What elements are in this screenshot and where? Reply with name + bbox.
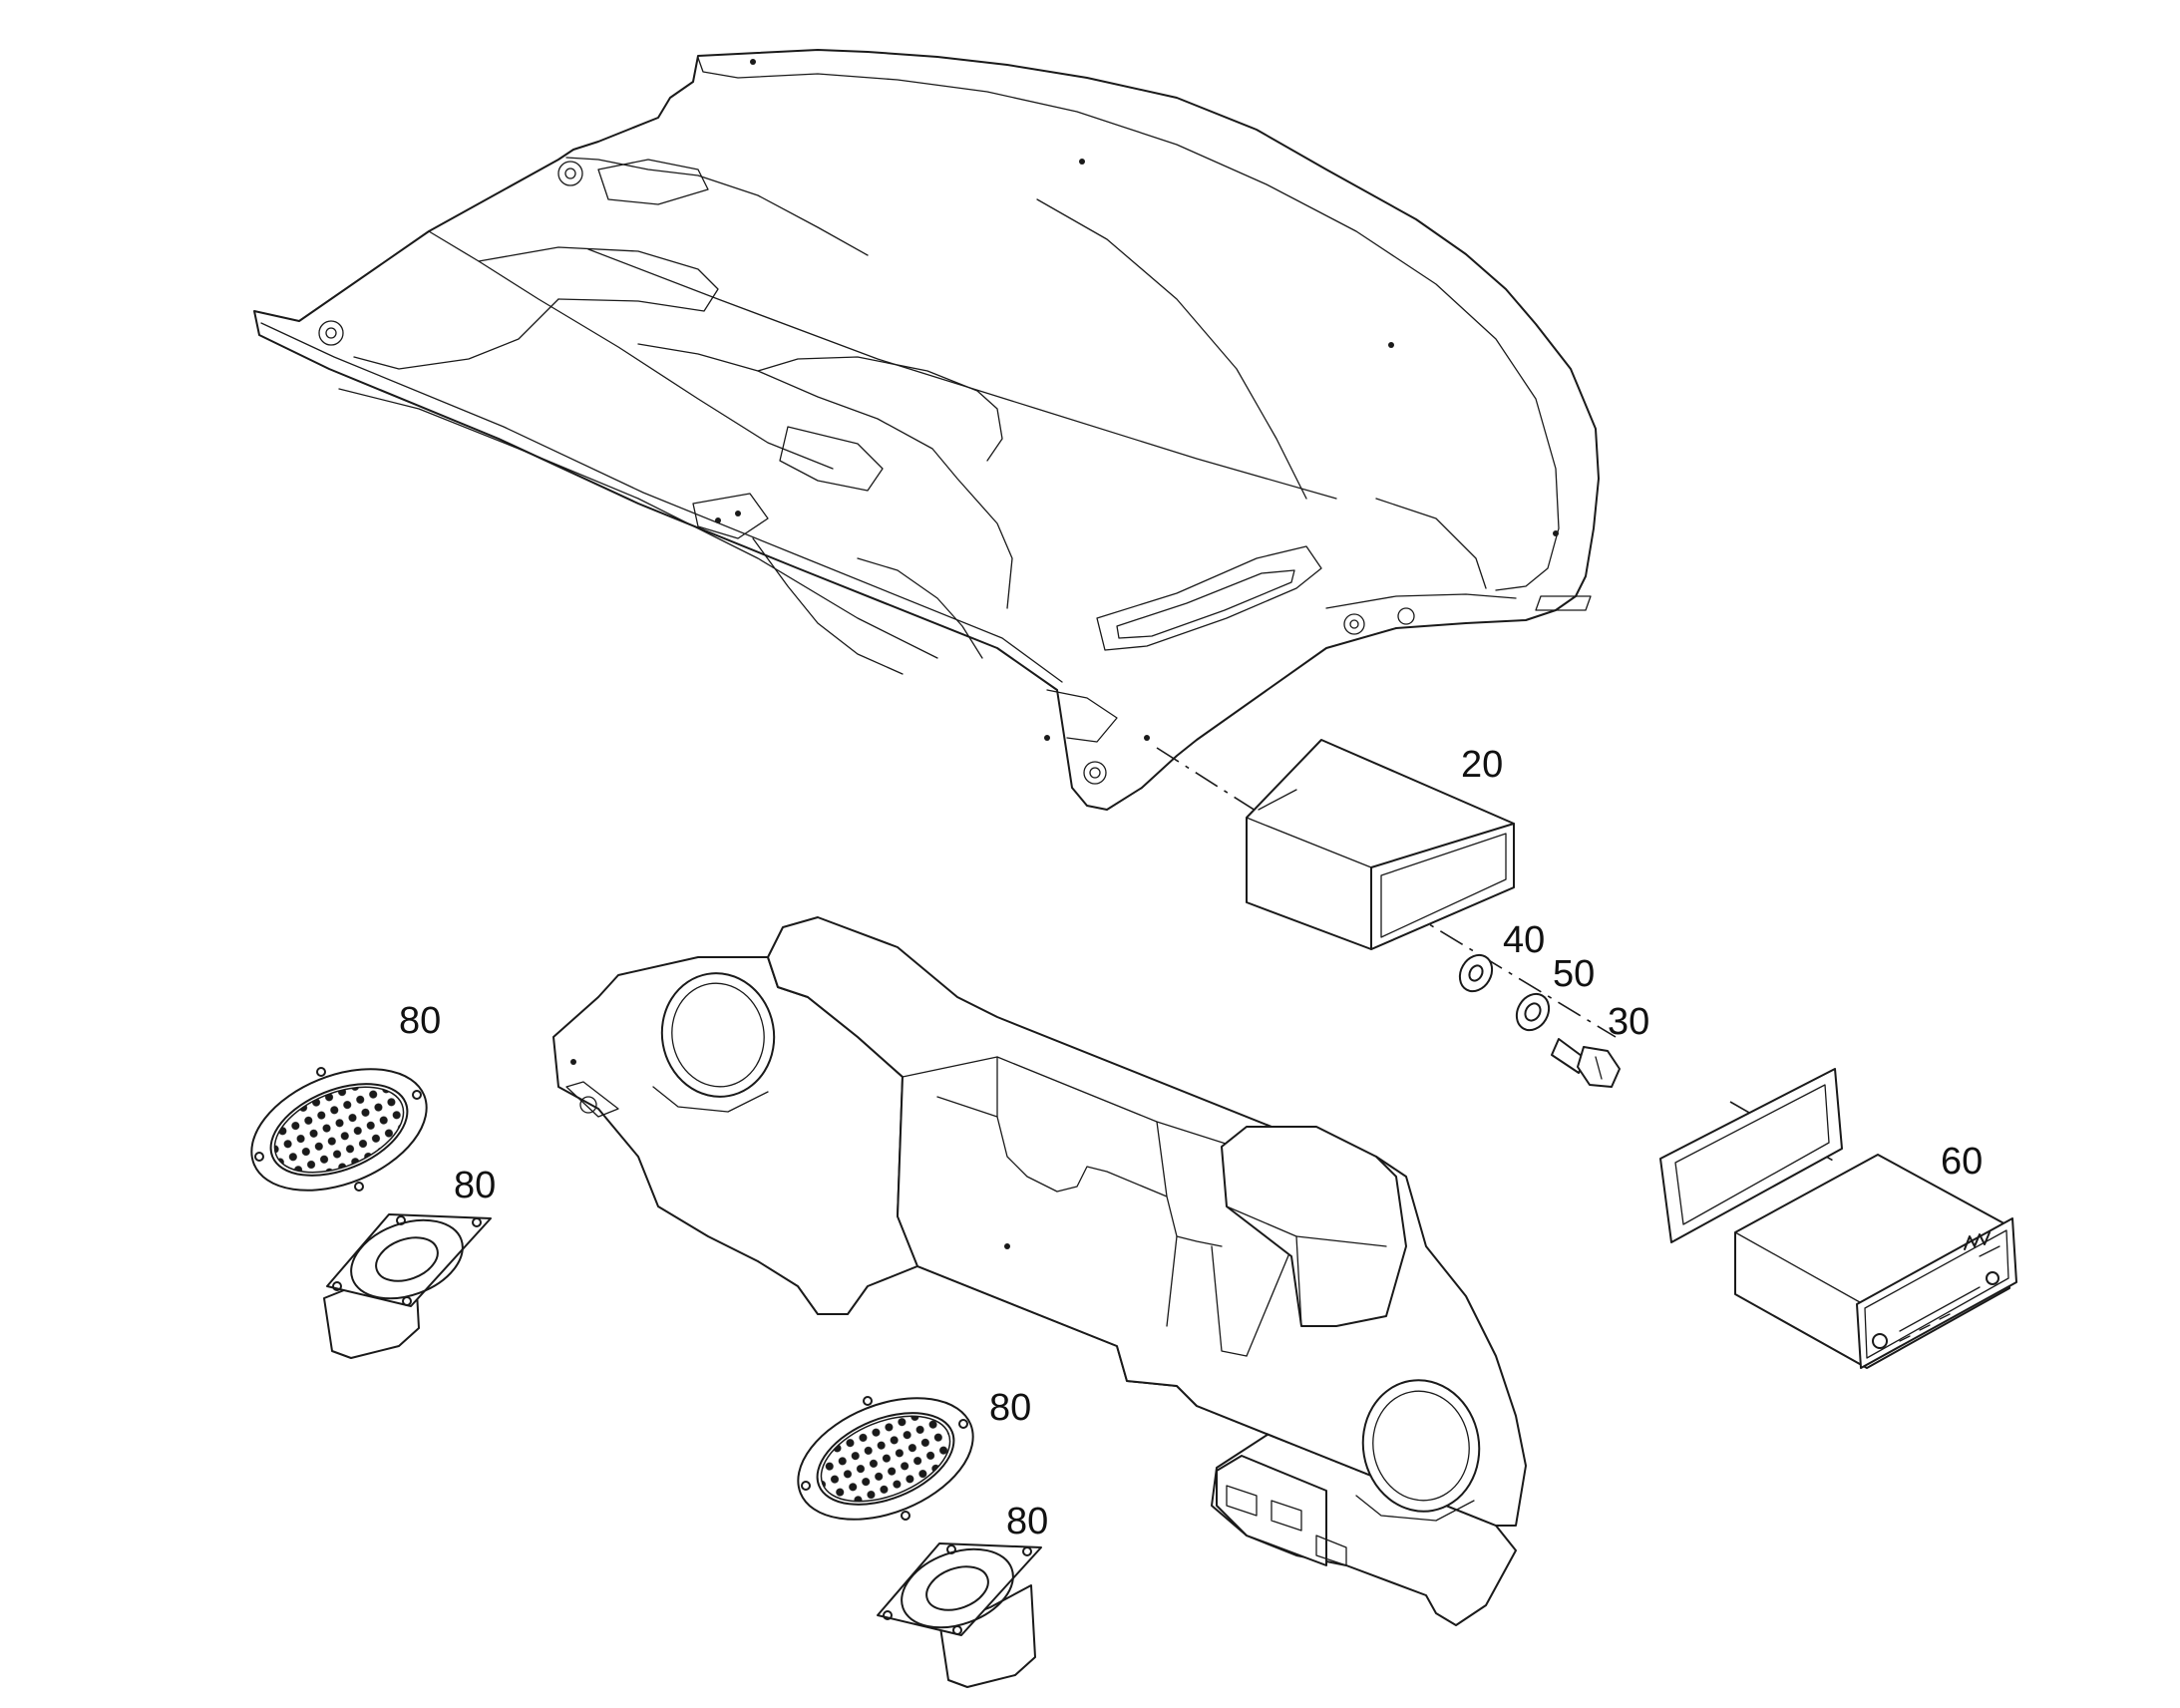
callout-40: 40 — [1503, 919, 1546, 961]
radio-unit-60 — [1734, 1154, 2017, 1369]
washer-40 — [1458, 953, 1494, 993]
screw-30 — [1551, 1038, 1621, 1088]
headliner-console — [253, 49, 1600, 811]
callout-50: 50 — [1553, 953, 1596, 995]
radio-frame-20 — [1246, 739, 1515, 950]
callout-60: 60 — [1941, 1141, 1984, 1183]
callout-80-grille-lower: 80 — [989, 1387, 1032, 1429]
rear-speaker-shelf — [552, 916, 1527, 1626]
callout-30: 30 — [1608, 1001, 1650, 1043]
callout-80-grille-upper: 80 — [399, 1000, 442, 1042]
callout-20: 20 — [1461, 744, 1504, 786]
washer-50 — [1515, 992, 1551, 1032]
speaker-80-lower — [877, 1542, 1042, 1688]
radio-trim-plate — [1659, 1068, 1843, 1243]
speaker-grille-80-upper — [250, 1067, 428, 1192]
speaker-80-upper — [323, 1213, 492, 1359]
speaker-grille-80-lower — [797, 1396, 974, 1521]
callout-80-speaker-upper: 80 — [454, 1165, 497, 1206]
callout-80-speaker-lower: 80 — [1006, 1501, 1049, 1542]
